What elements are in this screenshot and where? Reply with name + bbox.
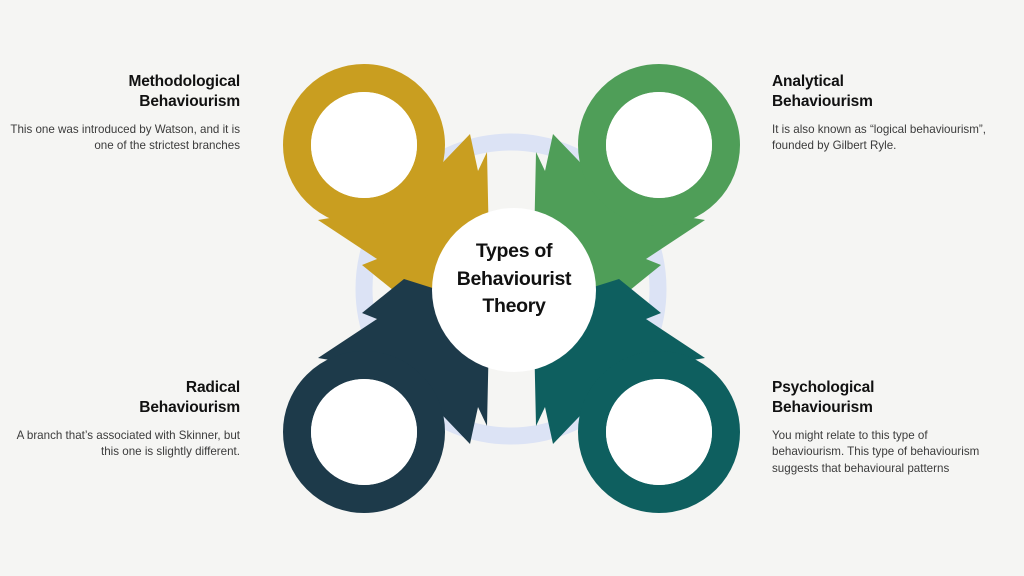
label-analytical: Analytical Behaviourism It is also known… — [772, 72, 1002, 155]
label-psychological: Psychological Behaviourism You might rel… — [772, 378, 1002, 477]
methodological-inner-disc — [311, 92, 417, 198]
label-psychological-title: Psychological Behaviourism — [772, 379, 875, 417]
label-radical-description: A branch that’s associated with Skinner,… — [16, 428, 240, 459]
label-methodological-title: Methodological Behaviourism — [128, 73, 240, 111]
label-psychological-description: You might relate to this type of behavio… — [772, 428, 980, 475]
analytical-inner-disc — [606, 92, 712, 198]
label-radical-title: Radical Behaviourism — [139, 379, 240, 417]
label-analytical-description: It is also known as “logical behaviouris… — [772, 122, 986, 153]
analytical-ring — [578, 64, 740, 226]
psychological-ring — [578, 351, 740, 513]
label-methodological-description: This one was introduced by Watson, and i… — [10, 122, 240, 153]
psychological-inner-disc — [606, 379, 712, 485]
label-radical: Radical Behaviourism A branch that’s ass… — [10, 378, 241, 461]
label-analytical-title: Analytical Behaviourism — [772, 73, 873, 111]
center-connector-ring — [355, 133, 667, 445]
methodological-ring — [283, 64, 445, 226]
label-methodological: Methodological Behaviourism This one was… — [10, 72, 240, 155]
center-disc — [432, 208, 596, 372]
radical-ring — [283, 351, 445, 513]
radical-inner-disc — [311, 379, 417, 485]
